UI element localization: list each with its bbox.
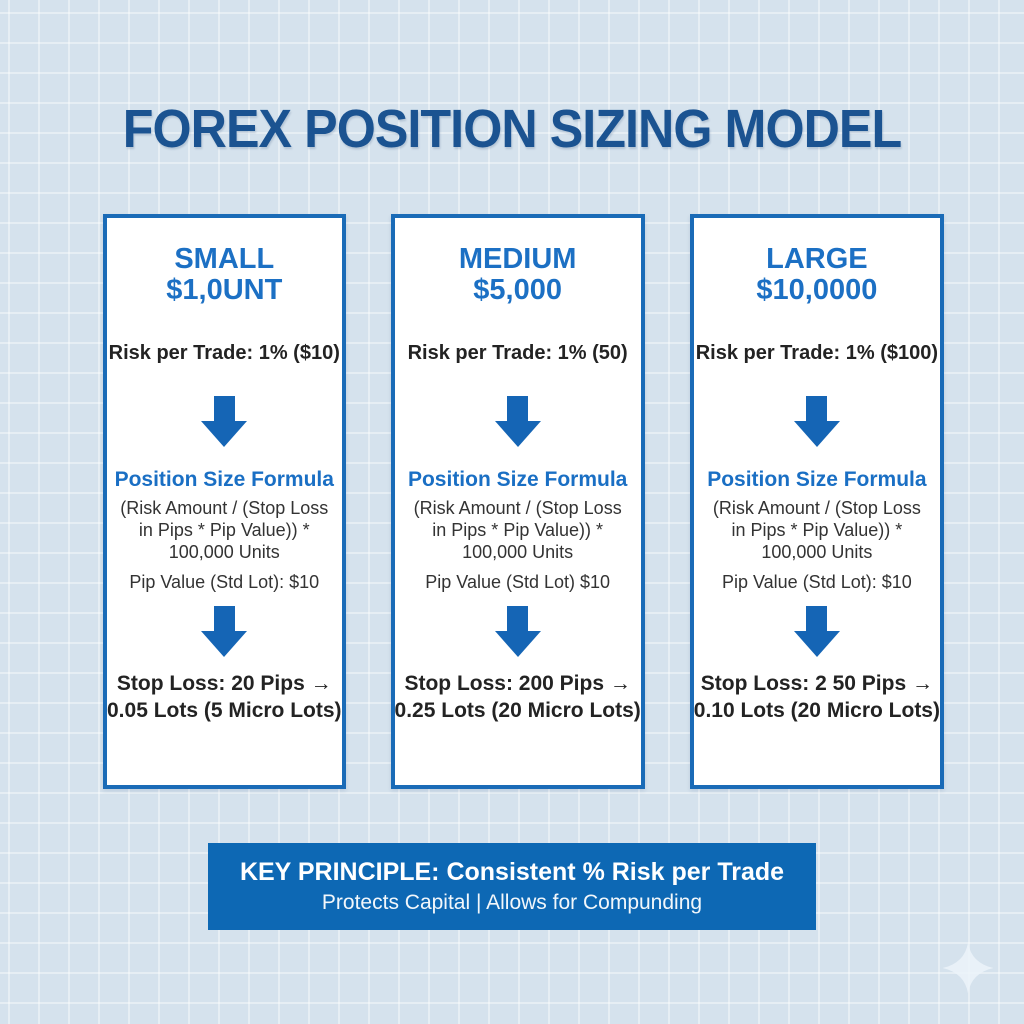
down-arrow-stem [213, 606, 235, 631]
formula-line: (Risk Amount / (Stop Loss [120, 498, 329, 518]
result-line: Stop Loss: 2 50 Pips → [700, 672, 933, 695]
down-arrow-icon [494, 396, 541, 447]
account-amount: $5,000 [473, 274, 562, 306]
sparkle-icon [942, 942, 994, 994]
account-size-label: LARGE [766, 243, 868, 275]
account-size-columns: SMALL $1,0UNT Risk per Trade: 1% ($10) P… [103, 214, 944, 789]
formula-title: Position Size Formula [407, 468, 628, 491]
formula-line: in Pips * Pip Value)) * [138, 520, 310, 540]
down-arrow-icon [201, 396, 248, 447]
down-arrow-icon [201, 606, 248, 657]
down-arrow-head [494, 421, 541, 447]
down-arrow-icon [793, 606, 840, 657]
down-arrow-head [494, 631, 541, 657]
result-line: Stop Loss: 20 Pips → [116, 672, 332, 695]
account-amount: $1,0UNT [166, 274, 283, 306]
result-line: 0.25 Lots (20 Micro Lots) [394, 699, 641, 722]
formula-line: in Pips * Pip Value)) * [731, 520, 903, 540]
formula-line: 100,000 Units [168, 542, 280, 562]
down-arrow-stem [806, 606, 828, 631]
key-principle-subtitle: Protects Capital | Allows for Compunding [321, 891, 703, 914]
risk-per-trade: Risk per Trade: 1% ($100) [695, 342, 939, 364]
down-arrow-icon [793, 396, 840, 447]
stop-loss-result: Stop Loss: 2 50 Pips → 0.10 Lots (20 Mic… [694, 670, 940, 724]
down-arrow-head [793, 421, 840, 447]
down-arrow-head [793, 631, 840, 657]
formula-title: Position Size Formula [114, 468, 334, 491]
formula-text: (Risk Amount / (Stop Loss in Pips * Pip … [713, 497, 921, 563]
formula-line: (Risk Amount / (Stop Loss [413, 498, 622, 518]
account-size-label: MEDIUM [458, 243, 577, 275]
pip-value: Pip Value (Std Lot) $10 [425, 572, 611, 592]
pip-value: Pip Value (Std Lot): $10 [129, 572, 320, 592]
risk-per-trade: Risk per Trade: 1% ($10) [108, 342, 340, 364]
risk-per-trade: Risk per Trade: 1% (50) [407, 342, 628, 364]
down-arrow-stem [806, 396, 828, 421]
formula-line: in Pips * Pip Value)) * [432, 520, 604, 540]
down-arrow-stem [507, 606, 529, 631]
account-size-label: SMALL [174, 243, 275, 275]
page-title: FOREX POSITION SIZING MODEL [122, 99, 902, 159]
result-line: Stop Loss: 200 Pips → [404, 672, 631, 695]
result-line: 0.10 Lots (20 Micro Lots) [693, 699, 940, 722]
result-line: 0.05 Lots (5 Micro Lots) [107, 699, 342, 722]
down-arrow-icon [494, 606, 541, 657]
formula-line: 100,000 Units [761, 542, 873, 562]
stop-loss-result: Stop Loss: 200 Pips → 0.25 Lots (20 Micr… [395, 670, 641, 724]
card-medium-account: MEDIUM $5,000 Risk per Trade: 1% (50) Po… [390, 214, 645, 789]
formula-title: Position Size Formula [707, 468, 927, 491]
down-arrow-head [201, 631, 248, 657]
key-principle-banner: KEY PRINCIPLE: Consistent % Risk per Tra… [208, 843, 816, 930]
down-arrow-stem [213, 396, 235, 421]
key-principle-title: KEY PRINCIPLE: Consistent % Risk per Tra… [239, 858, 785, 886]
down-arrow-stem [507, 396, 529, 421]
formula-text: (Risk Amount / (Stop Loss in Pips * Pip … [120, 497, 328, 563]
formula-line: (Risk Amount / (Stop Loss [712, 498, 921, 518]
pip-value: Pip Value (Std Lot): $10 [721, 572, 912, 592]
card-large-account: LARGE $10,0000 Risk per Trade: 1% ($100)… [689, 214, 944, 789]
account-amount: $10,0000 [756, 274, 878, 306]
stop-loss-result: Stop Loss: 20 Pips → 0.05 Lots (5 Micro … [107, 670, 342, 724]
formula-text: (Risk Amount / (Stop Loss in Pips * Pip … [414, 497, 622, 563]
card-small-account: SMALL $1,0UNT Risk per Trade: 1% ($10) P… [103, 214, 346, 789]
formula-line: 100,000 Units [462, 542, 574, 562]
down-arrow-head [201, 421, 248, 447]
